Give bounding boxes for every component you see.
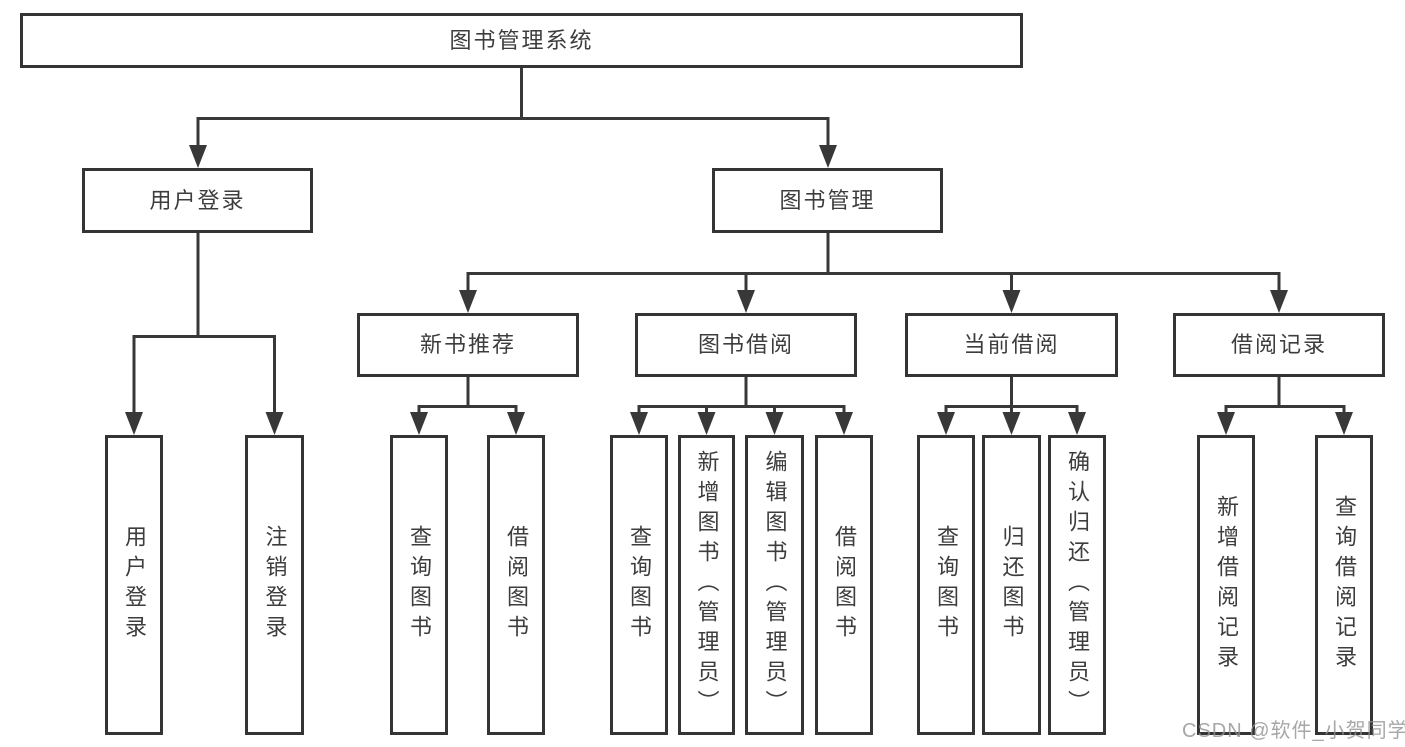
leaf-borrow-query: 查询图书	[610, 435, 668, 735]
connector-userlogin-to-leaves	[132, 233, 276, 413]
leaf-borrow-borrow: 借阅图书	[815, 435, 873, 735]
leaf-user-login: 用户登录	[105, 435, 163, 735]
leaf-current-query: 查询图书	[917, 435, 975, 735]
arrowheads	[125, 145, 1353, 435]
connector-currentborrow-to-leaves	[944, 377, 1079, 413]
node-borrow-records: 借阅记录	[1173, 313, 1385, 377]
node-book-borrow: 图书借阅	[635, 313, 857, 377]
leaf-newbooks-query: 查询图书	[390, 435, 448, 735]
leaf-records-add: 新增借阅记录	[1197, 435, 1255, 735]
node-user-login-branch: 用户登录	[82, 168, 313, 233]
connector-bookborrow-to-leaves	[637, 377, 846, 413]
watermark-text: CSDN @软件_小贺同学	[1182, 720, 1405, 742]
node-root: 图书管理系统	[20, 13, 1023, 68]
leaf-current-return: 归还图书	[982, 435, 1041, 735]
connector-newbooks-to-leaves	[417, 377, 518, 413]
node-current-borrow: 当前借阅	[905, 313, 1118, 377]
leaf-borrow-edit-admin: 编辑图书（管理员）	[745, 435, 804, 735]
leaf-current-confirm-admin: 确认归还（管理员）	[1048, 435, 1106, 735]
connector-records-to-leaves	[1224, 377, 1346, 413]
leaf-logout: 注销登录	[245, 435, 304, 735]
connector-bookmgmt-to-level3	[466, 233, 1281, 291]
connector-root-to-level2	[196, 68, 830, 146]
leaf-newbooks-borrow: 借阅图书	[487, 435, 545, 735]
leaf-records-query: 查询借阅记录	[1315, 435, 1373, 735]
node-new-books: 新书推荐	[357, 313, 579, 377]
node-book-mgmt-branch: 图书管理	[712, 168, 943, 233]
leaf-borrow-add-admin: 新增图书（管理员）	[678, 435, 735, 735]
